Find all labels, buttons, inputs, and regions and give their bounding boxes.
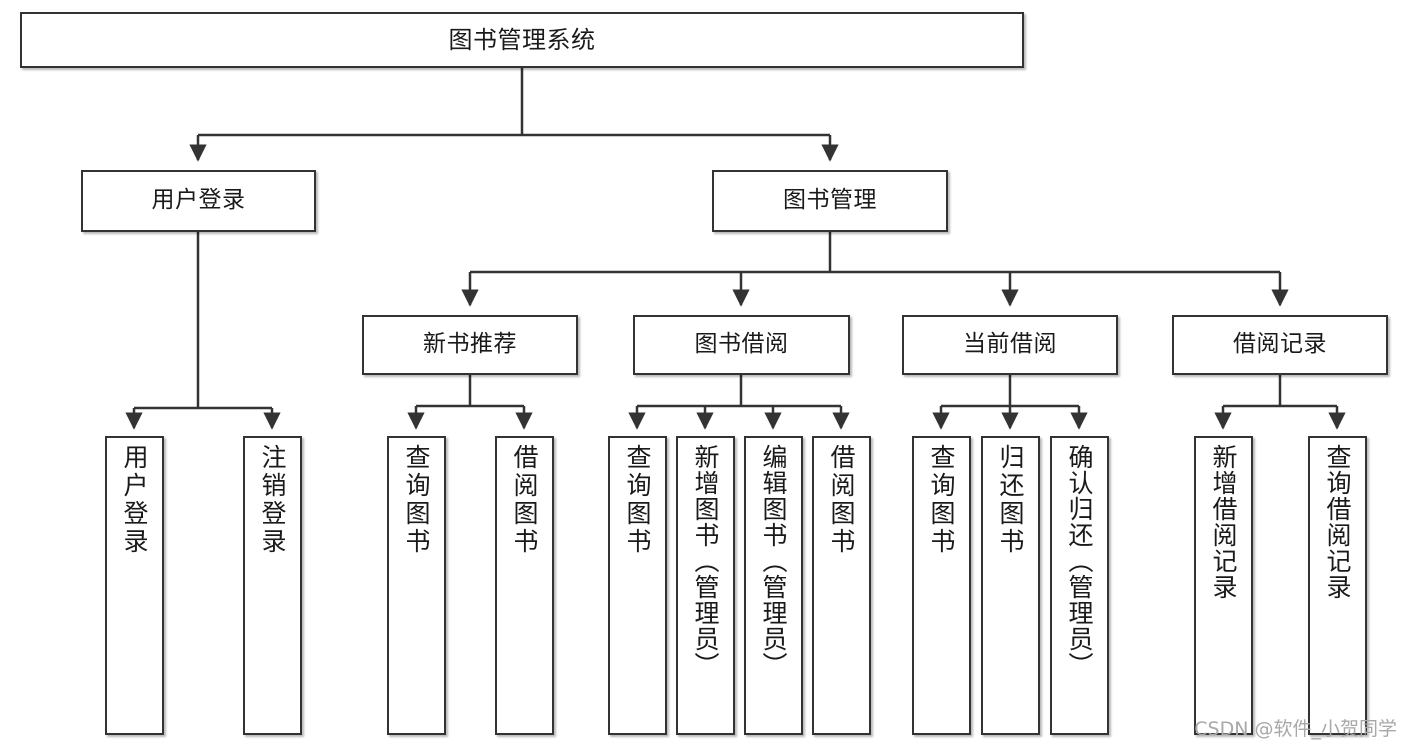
node-label: 新增借阅记录 (1209, 444, 1238, 600)
node-label: 查询图书 (623, 444, 652, 556)
node-label: 图书借阅 (694, 331, 789, 358)
node-label: 用户登录 (151, 187, 246, 214)
node-book-manage[interactable]: 图书管理 (712, 170, 948, 232)
node-label: 借阅记录 (1233, 331, 1327, 358)
node-leaf-return-book[interactable]: 归还图书 (981, 436, 1040, 735)
node-leaf-user-logout[interactable]: 注销登录 (243, 436, 302, 735)
node-new-book-rec[interactable]: 新书推荐 (362, 315, 578, 375)
node-leaf-user-login[interactable]: 用户登录 (105, 436, 164, 735)
node-root-system[interactable]: 图书管理系统 (20, 12, 1024, 68)
node-label: 当前借阅 (963, 331, 1057, 358)
node-label: 编辑图书（管理员） (759, 444, 788, 678)
node-leaf-query-record[interactable]: 查询借阅记录 (1308, 436, 1367, 735)
node-leaf-query-book-2[interactable]: 查询图书 (608, 436, 667, 735)
node-label: 图书管理 (783, 187, 877, 214)
node-label: 图书管理系统 (448, 25, 596, 54)
node-label: 借阅图书 (510, 444, 539, 556)
node-book-borrow[interactable]: 图书借阅 (633, 315, 850, 375)
node-leaf-add-book[interactable]: 新增图书（管理员） (676, 436, 735, 735)
node-leaf-borrow-book-1[interactable]: 借阅图书 (495, 436, 554, 735)
node-leaf-query-book-3[interactable]: 查询图书 (912, 436, 971, 735)
node-label: 借阅图书 (827, 444, 856, 556)
node-label: 注销登录 (258, 444, 287, 556)
node-leaf-borrow-book-2[interactable]: 借阅图书 (812, 436, 871, 735)
node-label: 用户登录 (120, 444, 149, 556)
node-leaf-confirm-return[interactable]: 确认归还（管理员） (1050, 436, 1109, 735)
node-user-login[interactable]: 用户登录 (81, 170, 316, 232)
node-current-borrow[interactable]: 当前借阅 (902, 315, 1118, 375)
node-label: 新书推荐 (423, 331, 517, 358)
node-label: 查询图书 (402, 444, 431, 556)
node-borrow-record[interactable]: 借阅记录 (1172, 315, 1388, 375)
node-leaf-query-book-1[interactable]: 查询图书 (387, 436, 446, 735)
node-label: 新增图书（管理员） (691, 444, 720, 678)
node-label: 归还图书 (996, 444, 1025, 556)
watermark-text: CSDN @软件_小贺同学 (1194, 718, 1397, 740)
node-leaf-edit-book[interactable]: 编辑图书（管理员） (744, 436, 803, 735)
node-label: 确认归还（管理员） (1065, 444, 1094, 678)
node-label: 查询图书 (927, 444, 956, 556)
node-label: 查询借阅记录 (1323, 444, 1352, 600)
node-leaf-add-record[interactable]: 新增借阅记录 (1194, 436, 1253, 735)
